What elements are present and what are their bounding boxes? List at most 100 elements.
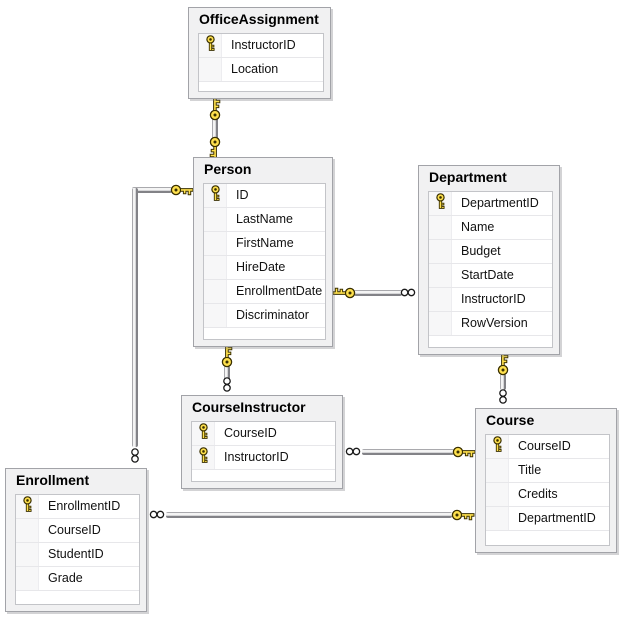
key-cell xyxy=(192,422,215,445)
table-row[interactable]: InstructorID xyxy=(429,288,552,312)
table-title[interactable]: Department xyxy=(429,169,507,185)
relationship-course-enrollment[interactable] xyxy=(166,512,452,518)
column-name: CourseID xyxy=(48,523,101,537)
primary-key-icon xyxy=(198,423,209,444)
relationship-person-department[interactable] xyxy=(354,290,402,296)
column-name: HireDate xyxy=(236,260,286,274)
key-cell xyxy=(204,208,227,231)
table-column-grid: CourseID Title Credits DepartmentID xyxy=(485,434,610,546)
key-cell xyxy=(429,312,452,335)
key-cell xyxy=(204,184,227,207)
column-name: InstructorID xyxy=(224,450,289,464)
column-name: Budget xyxy=(461,244,501,258)
many-end-icon xyxy=(344,447,362,456)
table-column-grid: ID LastName FirstName HireDate Enrollmen… xyxy=(203,183,326,340)
table-row[interactable]: InstructorID xyxy=(192,446,335,470)
key-cell xyxy=(199,58,222,81)
table-office-assignment[interactable]: OfficeAssignment InstructorID Location xyxy=(188,7,331,99)
table-row[interactable]: DepartmentID xyxy=(486,507,609,531)
key-cell xyxy=(486,459,509,482)
key-cell xyxy=(204,304,227,327)
key-cell xyxy=(16,519,39,542)
key-end-icon xyxy=(332,287,356,299)
relationship-person-enrollment[interactable] xyxy=(132,188,138,447)
table-title[interactable]: CourseInstructor xyxy=(192,399,306,415)
table-row[interactable]: CourseID xyxy=(486,435,609,459)
table-row[interactable]: Credits xyxy=(486,483,609,507)
table-row[interactable]: EnrollmentDate xyxy=(204,280,325,304)
column-name: InstructorID xyxy=(231,38,296,52)
many-end-icon xyxy=(148,510,166,519)
table-row[interactable]: InstructorID xyxy=(199,34,323,58)
column-name: Discriminator xyxy=(236,308,309,322)
many-end-icon xyxy=(131,447,140,465)
table-column-grid: DepartmentID Name Budget StartDate Instr… xyxy=(428,191,553,348)
table-row[interactable]: ID xyxy=(204,184,325,208)
key-end-icon xyxy=(221,344,233,368)
key-cell xyxy=(16,567,39,590)
table-row[interactable]: FirstName xyxy=(204,232,325,256)
table-person[interactable]: Person ID LastName FirstName HireDate xyxy=(193,157,333,347)
table-title[interactable]: Enrollment xyxy=(16,472,90,488)
table-row[interactable]: HireDate xyxy=(204,256,325,280)
column-name: Name xyxy=(461,220,495,234)
key-cell xyxy=(429,192,452,215)
table-department[interactable]: Department DepartmentID Name Budget Star… xyxy=(418,165,560,355)
table-row[interactable]: LastName xyxy=(204,208,325,232)
table-row[interactable]: Location xyxy=(199,58,323,82)
table-row[interactable]: StudentID xyxy=(16,543,139,567)
table-row[interactable]: RowVersion xyxy=(429,312,552,336)
key-end-icon xyxy=(497,352,509,376)
key-cell xyxy=(486,507,509,530)
table-row[interactable]: StartDate xyxy=(429,264,552,288)
column-name: ID xyxy=(236,188,249,202)
table-row[interactable]: DepartmentID xyxy=(429,192,552,216)
relationship-person-enrollment[interactable] xyxy=(132,187,172,193)
column-name: Credits xyxy=(518,487,558,501)
table-column-grid: CourseID InstructorID xyxy=(191,421,336,482)
primary-key-icon xyxy=(205,35,216,56)
key-end-icon xyxy=(170,184,194,196)
column-name: StudentID xyxy=(48,547,104,561)
key-cell xyxy=(16,495,39,518)
table-title[interactable]: Course xyxy=(486,412,535,428)
key-cell xyxy=(199,34,222,57)
key-end-icon xyxy=(451,509,475,521)
many-end-icon xyxy=(399,288,417,297)
column-name: DepartmentID xyxy=(461,196,539,210)
key-cell xyxy=(429,216,452,239)
table-row[interactable]: CourseID xyxy=(16,519,139,543)
primary-key-icon xyxy=(435,193,446,214)
table-enrollment[interactable]: Enrollment EnrollmentID CourseID Student… xyxy=(5,468,147,612)
table-row[interactable]: Discriminator xyxy=(204,304,325,328)
table-row[interactable]: Budget xyxy=(429,240,552,264)
primary-key-icon xyxy=(198,447,209,468)
table-course-instructor[interactable]: CourseInstructor CourseID InstructorID xyxy=(181,395,343,489)
key-end-icon xyxy=(452,446,476,458)
key-cell xyxy=(429,288,452,311)
column-name: StartDate xyxy=(461,268,514,282)
column-name: Grade xyxy=(48,571,83,585)
primary-key-icon xyxy=(492,436,503,457)
primary-key-icon xyxy=(22,496,33,517)
key-cell xyxy=(429,240,452,263)
table-row[interactable]: Name xyxy=(429,216,552,240)
table-column-grid: InstructorID Location xyxy=(198,33,324,92)
relationship-department-course[interactable] xyxy=(500,374,506,390)
key-cell xyxy=(486,483,509,506)
table-title[interactable]: OfficeAssignment xyxy=(199,11,319,27)
table-title[interactable]: Person xyxy=(204,161,252,177)
table-course[interactable]: Course CourseID Title Credits Department… xyxy=(475,408,617,553)
relationship-person-officeassignment[interactable] xyxy=(212,116,218,142)
table-row[interactable]: CourseID xyxy=(192,422,335,446)
column-name: LastName xyxy=(236,212,293,226)
table-row[interactable]: Grade xyxy=(16,567,139,591)
table-row[interactable]: Title xyxy=(486,459,609,483)
relationship-course-courseinstructor[interactable] xyxy=(362,449,454,455)
key-end-icon xyxy=(209,97,221,121)
relationship-person-courseinstructor[interactable] xyxy=(224,366,230,380)
table-row[interactable]: EnrollmentID xyxy=(16,495,139,519)
key-cell xyxy=(192,446,215,469)
column-name: CourseID xyxy=(224,426,277,440)
